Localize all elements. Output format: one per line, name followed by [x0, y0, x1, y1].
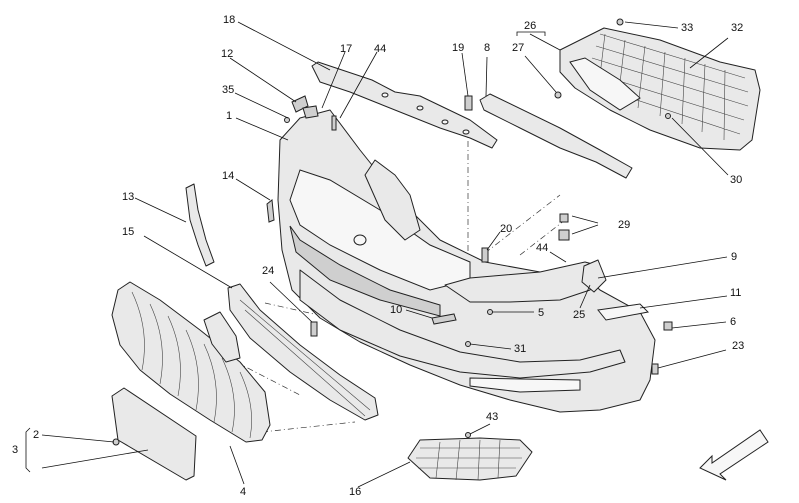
upper-bracket-part-18	[311, 61, 498, 149]
callout-20: 20	[500, 223, 513, 235]
callout-5: 5	[538, 307, 545, 319]
callout-17: 17	[340, 43, 353, 55]
callout-24: 24	[262, 265, 275, 277]
upper-bracket-holes	[381, 92, 470, 135]
callout-16: 16	[349, 486, 362, 498]
callout-27: 27	[512, 42, 525, 54]
callout-43: 43	[486, 411, 499, 423]
callout-1: 1	[226, 110, 233, 122]
callout-9: 9	[731, 251, 738, 263]
callout-23: 23	[732, 340, 745, 352]
callout-18: 18	[223, 14, 236, 26]
callout-8: 8	[484, 42, 491, 54]
callout-26: 26	[524, 20, 537, 32]
lower-strip-detail	[239, 299, 371, 417]
small-clips-upper	[266, 95, 337, 223]
callout-33: 33	[681, 22, 694, 34]
bumper-shell-part-1	[277, 109, 656, 413]
callout-30: 30	[730, 174, 743, 186]
callout-2: 2	[33, 429, 40, 441]
callout-3: 3	[12, 444, 19, 456]
callout-19: 19	[452, 42, 465, 54]
fasteners-misc	[310, 95, 673, 438]
upper-grille-part-32	[559, 27, 761, 151]
reinforcement-beam-part-8	[479, 93, 633, 179]
callout-44a: 44	[374, 43, 387, 55]
leader-lines	[25, 21, 729, 488]
callout-44b: 44	[536, 242, 549, 254]
side-bracket-part-9	[581, 259, 607, 293]
inner-bracket	[203, 311, 241, 363]
callout-12: 12	[221, 48, 234, 60]
fasteners-grille	[554, 18, 671, 119]
callout-4: 4	[240, 486, 247, 498]
callout-31: 31	[514, 343, 527, 355]
fog-grille-part-16	[407, 437, 533, 481]
reflector-part-11	[597, 303, 650, 321]
lower-grille-part-4	[111, 281, 271, 443]
front-direction-arrow-icon	[699, 429, 769, 481]
callout-11: 11	[730, 287, 742, 299]
callout-29: 29	[618, 219, 631, 231]
callout-13: 13	[122, 191, 135, 203]
callout-6: 6	[730, 316, 737, 328]
callout-35: 35	[222, 84, 235, 96]
lower-strip-part-15	[227, 283, 379, 421]
callout-10: 10	[390, 304, 403, 316]
side-bracket-part-13	[185, 183, 215, 267]
callout-15: 15	[122, 226, 135, 238]
callout-25: 25	[573, 309, 586, 321]
callout-14: 14	[222, 170, 235, 182]
callout-32: 32	[731, 22, 744, 34]
